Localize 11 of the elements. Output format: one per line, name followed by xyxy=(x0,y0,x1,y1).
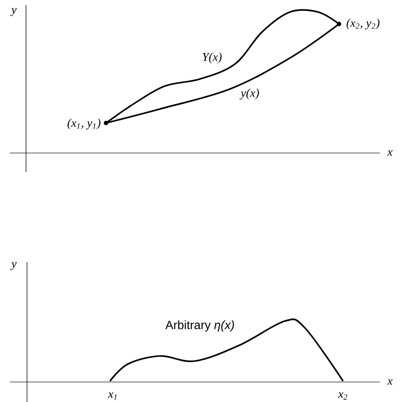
tick-label: x$_{2}$ xyxy=(338,392,348,400)
axis-label: y xyxy=(10,262,17,270)
tick-label: x$_{1}$ xyxy=(108,392,117,400)
point-label: (x$_{1}$, y$_{1}$) xyxy=(68,118,100,130)
curve-label: Arbitrary η(x) xyxy=(165,320,234,332)
point-label: (x$_{2}$, y$_{2}$) xyxy=(346,18,380,30)
axis-label: x xyxy=(387,150,393,156)
axis-label: y xyxy=(10,8,17,16)
curve-label: y(x) xyxy=(240,88,259,100)
axis-label: x xyxy=(387,379,393,385)
curve-label: Y(x) xyxy=(202,52,222,64)
